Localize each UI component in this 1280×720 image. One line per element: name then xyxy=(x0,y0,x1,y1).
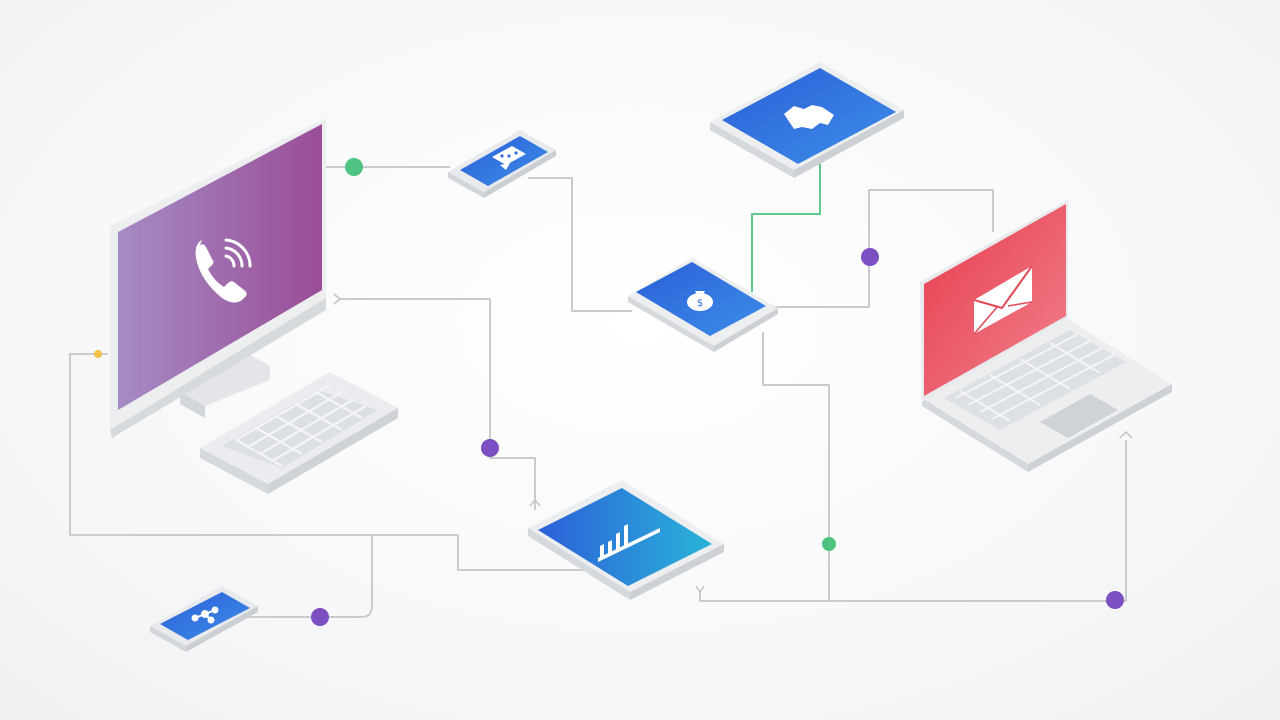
keyboard xyxy=(200,372,398,494)
connector-center-bus xyxy=(762,332,830,601)
monitor-screen xyxy=(118,124,322,410)
connector-phone-bottom xyxy=(245,535,373,618)
phone-call-icon xyxy=(195,238,252,303)
tablet-bottom xyxy=(528,480,724,600)
node-purple-right xyxy=(861,248,879,266)
node-green-bottom xyxy=(822,537,836,551)
node-yellow-left xyxy=(94,350,102,358)
node-green-top xyxy=(345,158,363,176)
connector-monitor-tablet xyxy=(338,298,536,510)
tablet-top xyxy=(710,62,904,178)
connector-nodes xyxy=(94,158,1124,626)
phone-top xyxy=(448,130,556,198)
phone-center: $ xyxy=(628,258,778,352)
connector-arrows xyxy=(333,293,1133,594)
handshake-icon xyxy=(784,105,834,129)
svg-text:$: $ xyxy=(697,298,703,309)
connector-phone-top-center xyxy=(528,177,632,312)
laptop-trackpad xyxy=(1040,394,1118,438)
connector-bottom-bus xyxy=(699,440,1127,602)
network-icon xyxy=(191,606,219,624)
connector-handshake-center xyxy=(751,160,821,292)
node-purple-middle xyxy=(481,439,499,457)
laptop xyxy=(920,200,1172,472)
node-purple-bottom-left xyxy=(311,608,329,626)
connector-lines xyxy=(69,166,1127,618)
node-purple-bottom-right xyxy=(1106,591,1124,609)
connector-left-loop xyxy=(69,353,590,571)
bar-chart-icon xyxy=(598,524,660,562)
envelope-icon xyxy=(973,265,1033,335)
connector-center-laptop xyxy=(770,189,994,308)
desktop-monitor xyxy=(110,118,326,438)
money-bag-icon: $ xyxy=(687,291,713,311)
phone-bottom xyxy=(150,586,258,652)
